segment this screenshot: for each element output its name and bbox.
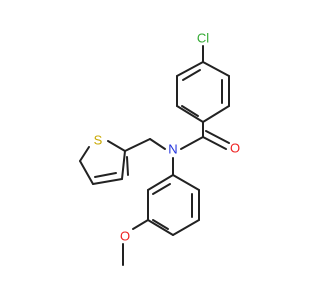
bond [92,178,123,185]
bond [202,105,230,123]
chemical-structure-diagram: Cl O N S O [79,31,240,266]
bond [121,150,126,180]
bond [152,219,169,230]
bond [149,138,166,150]
bond [205,130,230,144]
atom-sulfur: S [94,133,103,148]
atom-oxygen-carbonyl: O [230,141,240,156]
bond [202,61,230,77]
bond [147,219,174,236]
bond [107,140,126,152]
bond [172,219,200,236]
bond [202,136,227,150]
bond [79,160,94,185]
bond [152,183,171,195]
bond [147,174,174,191]
bond [182,69,201,81]
bond [132,219,149,230]
bond [176,61,204,77]
bond [79,146,90,162]
atom-labels: Cl O N S O [94,31,240,244]
atom-oxygen-methoxy: O [120,229,130,244]
bond [94,172,117,178]
bond [126,156,129,176]
bond [124,138,151,152]
atom-nitrogen: N [168,142,177,157]
bond [176,105,204,123]
bond [180,136,204,150]
bond [172,174,200,191]
bond [181,105,199,117]
bond-group [79,45,230,266]
atom-chlorine: Cl [197,31,209,46]
